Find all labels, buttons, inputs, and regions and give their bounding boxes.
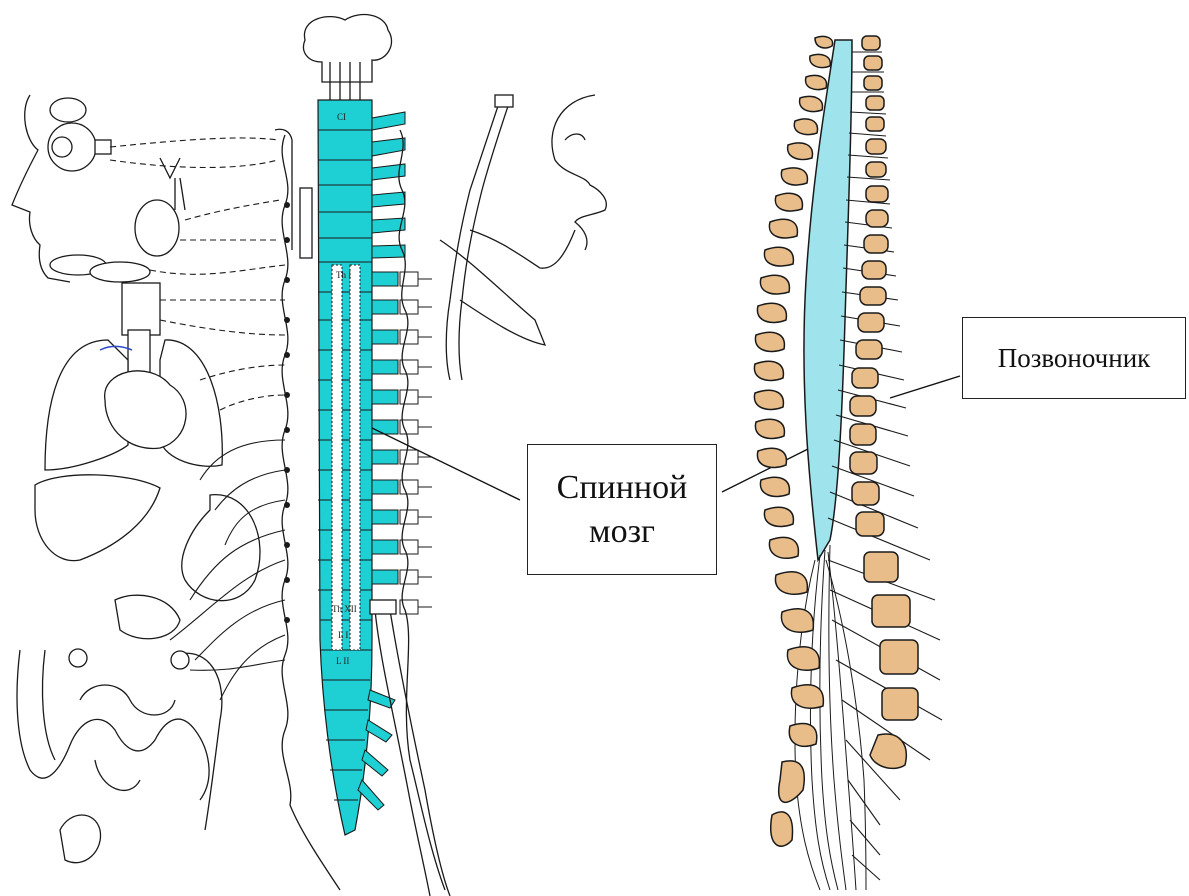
intestines-icon: [17, 650, 209, 800]
head-profile-right-icon: [552, 95, 606, 250]
salivary-gland-icon: [135, 200, 179, 256]
spinal-cord-label-line2: мозг: [589, 510, 655, 554]
spine-label: Позвоночник: [962, 317, 1186, 399]
spine-side-view-figure: [754, 36, 942, 890]
spinal-cord-label: Спинной мозг: [527, 444, 717, 575]
brainstem-icon: [304, 15, 392, 82]
spinal-cord-label-line1: Спинной: [557, 466, 688, 510]
segment-label-l2: L II: [336, 656, 349, 666]
carotid-artery-icon: [446, 100, 500, 380]
head-profile-left-icon: [12, 95, 70, 282]
spinal-cord-right: [804, 40, 852, 560]
stomach-icon: [182, 495, 260, 601]
liver-icon: [35, 475, 160, 561]
spine-label-text: Позвоночник: [998, 343, 1151, 374]
segment-label-l1: L I: [338, 630, 348, 640]
autonomic-nervous-system-figure: CI Th I Th XII L I L II: [12, 15, 606, 896]
segment-label-c1: CI: [337, 112, 346, 122]
spinal-cord-left: [318, 100, 372, 835]
segment-label-t1: Th I: [336, 270, 351, 280]
segment-label-t12: Th XII: [332, 604, 357, 614]
